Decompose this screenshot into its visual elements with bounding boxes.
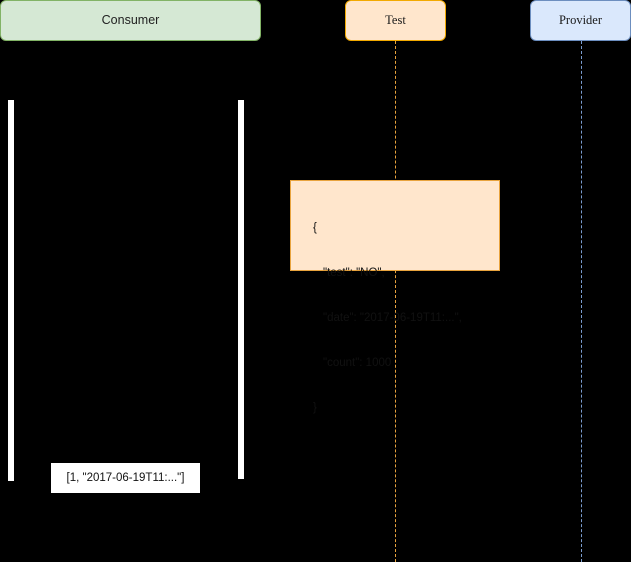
lifeline-test — [395, 41, 396, 562]
json-payload-note[interactable]: { "test": "NO", "date": "2017-06-19T11:.… — [290, 180, 500, 414]
json-line-count: "count": 1000 — [323, 357, 392, 369]
return-value-label-text: [1, "2017-06-19T11:..."] — [66, 472, 185, 484]
activation-bar-right[interactable] — [238, 100, 244, 479]
activation-bar-left[interactable] — [8, 100, 14, 481]
participant-test[interactable]: Test — [345, 0, 446, 41]
lifeline-provider — [581, 41, 582, 562]
participant-provider[interactable]: Provider — [530, 0, 631, 41]
participant-provider-label: Provider — [558, 13, 603, 27]
participant-consumer[interactable]: Consumer — [0, 0, 261, 41]
return-value-label[interactable]: [1, "2017-06-19T11:..."] — [51, 463, 200, 493]
participant-consumer-label: Consumer — [101, 13, 160, 27]
participant-test-label: Test — [385, 13, 406, 27]
json-line-open-brace: { — [313, 222, 317, 234]
json-line-close-brace: } — [313, 402, 317, 414]
json-line-date: "date": "2017-06-19T11:...", — [323, 312, 462, 324]
json-line-test: "test": "NO", — [323, 267, 385, 279]
